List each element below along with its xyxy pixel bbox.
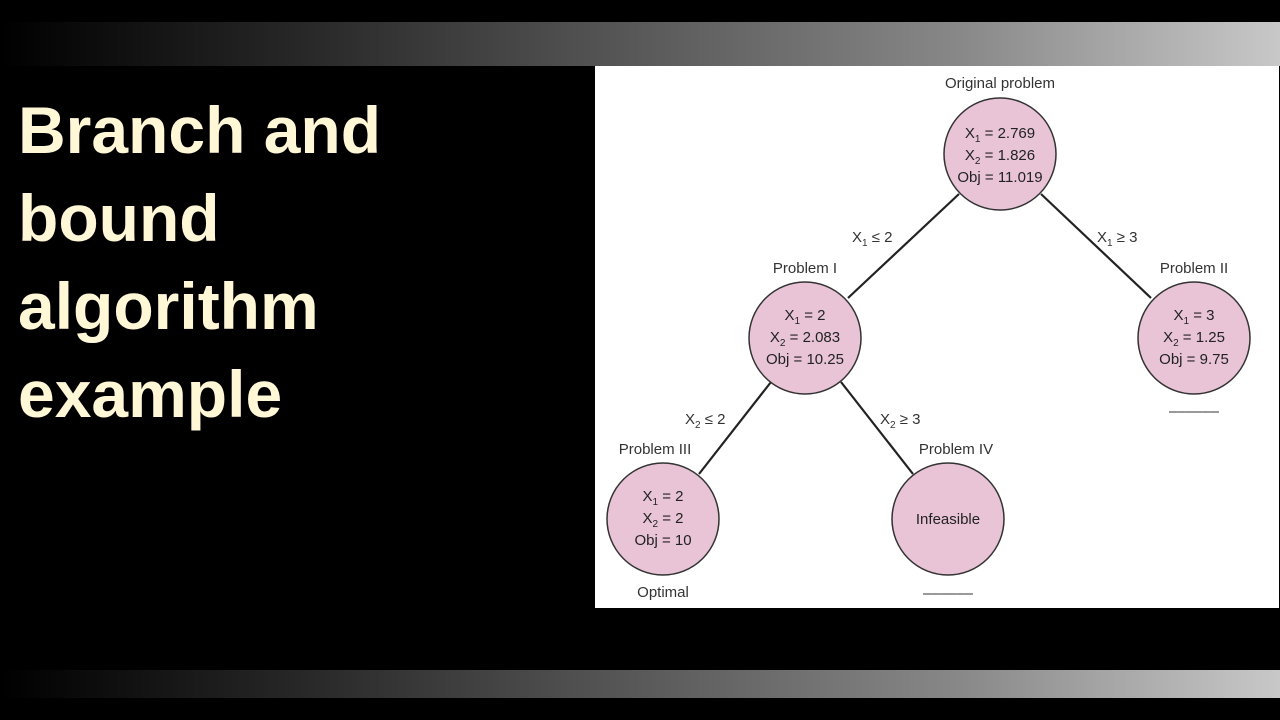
node-problem3-line: Obj = 10 (634, 532, 691, 549)
node-problem2-line: X2 = 1.25 (1163, 329, 1225, 349)
node-label-problem2: Problem II (1160, 260, 1228, 277)
edge-original-to-problem2 (1040, 193, 1152, 299)
node-label-problem1: Problem I (773, 260, 837, 277)
node-original-line: Obj = 11.019 (957, 169, 1042, 186)
top-gradient-band (0, 22, 1280, 66)
branch-bound-tree-diagram: X1 ≤ 2 X1 ≥ 3 X2 ≤ 2 X2 ≥ 3 Original pro… (595, 66, 1279, 608)
tree-svg: X1 ≤ 2 X1 ≥ 3 X2 ≤ 2 X2 ≥ 3 Original pro… (606, 75, 1251, 602)
edge-label-x2-ge-3: X2 ≥ 3 (880, 411, 921, 431)
node-problem3-line: X2 = 2 (642, 510, 683, 530)
slide-title: Branch and bound algorithm example (18, 86, 578, 438)
node-problem3-line: X1 = 2 (642, 488, 683, 508)
node-label-original: Original problem (945, 75, 1055, 92)
node-problem3-note: Optimal (637, 584, 689, 601)
node-original-line: X1 = 2.769 (965, 125, 1035, 145)
edge-problem1-to-problem3 (698, 381, 772, 475)
node-problem4-note: –––––– (923, 585, 974, 602)
node-problem1-line: Obj = 10.25 (766, 351, 844, 368)
node-problem1 (748, 281, 862, 395)
edge-problem1-to-problem4 (840, 381, 914, 475)
node-problem2-note: –––––– (1169, 403, 1220, 420)
node-problem4-text: Infeasible (916, 511, 980, 528)
node-problem4 (891, 462, 1005, 576)
edge-label-x1-ge-3: X1 ≥ 3 (1097, 229, 1138, 249)
node-problem3 (606, 462, 720, 576)
edge-label-x1-le-2: X1 ≤ 2 (852, 229, 893, 249)
node-label-problem3: Problem III (619, 441, 692, 458)
edge-label-x2-le-2: X2 ≤ 2 (685, 411, 726, 431)
title-line: Branch and (18, 93, 382, 167)
edge-original-to-problem1 (847, 193, 960, 299)
node-original-line: X2 = 1.826 (965, 147, 1035, 167)
title-line: algorithm (18, 269, 319, 343)
node-problem1-line: X1 = 2 (784, 307, 825, 327)
node-original (943, 97, 1057, 211)
node-problem2-line: X1 = 3 (1173, 307, 1214, 327)
bottom-gradient-band (0, 670, 1280, 698)
node-problem2 (1137, 281, 1251, 395)
node-label-problem4: Problem IV (919, 441, 993, 458)
node-problem2-line: Obj = 9.75 (1159, 351, 1229, 368)
node-problem1-line: X2 = 2.083 (770, 329, 840, 349)
title-line: bound (18, 181, 220, 255)
title-line: example (18, 357, 283, 431)
